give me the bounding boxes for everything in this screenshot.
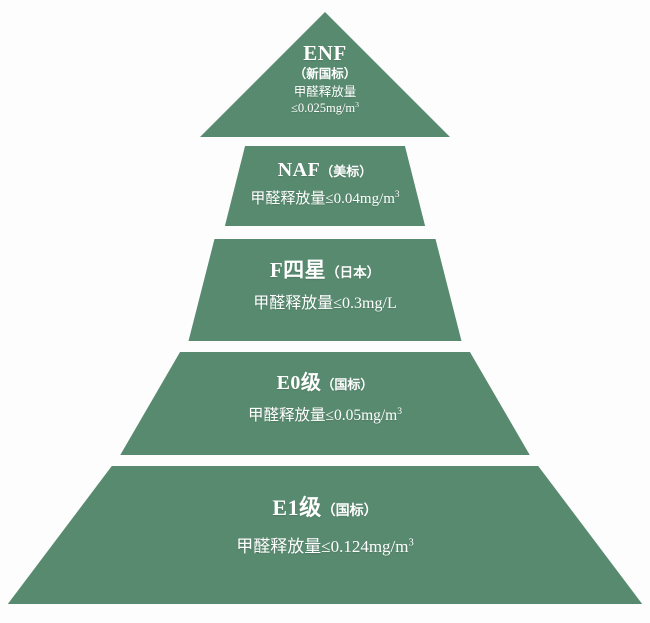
tier-e0-value-text: 甲醛释放量≤0.05mg/m xyxy=(247,407,398,424)
tier-e1-title: E1级 xyxy=(272,495,322,520)
tier-e1-value-exponent: 3 xyxy=(408,537,414,549)
tier-enf-measure-label: 甲醛释放量 xyxy=(293,85,357,99)
pyramid-tier-e1: E1级（国标） 甲醛释放量≤0.124mg/m3 xyxy=(7,466,643,604)
tier-f4-heading: F四星（日本） xyxy=(270,257,380,286)
tier-e0-title: E0级 xyxy=(276,372,322,394)
tier-e0-value-exponent: 3 xyxy=(397,405,403,417)
pyramid-tier-enf: ENF （新国标） 甲醛释放量 ≤0.025mg/m3 xyxy=(200,12,450,137)
tier-e1-heading: E1级（国标） xyxy=(272,494,377,526)
tier-enf-value-text: ≤0.025mg/m xyxy=(290,101,356,115)
tier-e1-value: 甲醛释放量≤0.124mg/m3 xyxy=(236,526,414,568)
tier-f4-title: F四星 xyxy=(269,258,327,282)
tier-naf-region: （美标） xyxy=(320,164,373,179)
tier-naf-title: NAF xyxy=(277,159,321,181)
tier-naf-value: 甲醛释放量≤0.04mg/m3 xyxy=(250,184,399,214)
pyramid-tier-e0: E0级（国标） 甲醛释放量≤0.05mg/m3 xyxy=(120,352,530,455)
tier-e1-region: （国标） xyxy=(321,504,378,519)
tier-naf-value-exponent: 3 xyxy=(394,190,400,200)
tier-enf-title: ENF xyxy=(303,41,347,65)
pyramid-tier-naf: NAF（美标） 甲醛释放量≤0.04mg/m3 xyxy=(224,146,426,226)
tier-enf-value-exponent: 3 xyxy=(355,99,360,109)
tier-e0-heading: E0级（国标） xyxy=(277,370,374,398)
tier-f4-region: （日本） xyxy=(326,265,381,280)
tier-naf-value-text: 甲醛释放量≤0.04mg/m xyxy=(250,191,395,207)
tier-e0-value: 甲醛释放量≤0.05mg/m3 xyxy=(248,398,402,434)
tier-f4-value-text: 甲醛释放量≤0.3mg/L xyxy=(253,295,397,312)
tier-e1-value-text: 甲醛释放量≤0.124mg/m xyxy=(236,537,409,556)
tier-naf-heading: NAF（美标） xyxy=(278,158,373,184)
tier-enf-region: （新国标） xyxy=(293,67,357,81)
tier-enf-value: ≤0.025mg/m3 xyxy=(291,100,359,116)
tier-f4-value: 甲醛释放量≤0.3mg/L xyxy=(253,286,396,322)
pyramid-tier-f4: F四星（日本） 甲醛释放量≤0.3mg/L xyxy=(188,239,462,341)
tier-e0-region: （国标） xyxy=(321,377,374,392)
